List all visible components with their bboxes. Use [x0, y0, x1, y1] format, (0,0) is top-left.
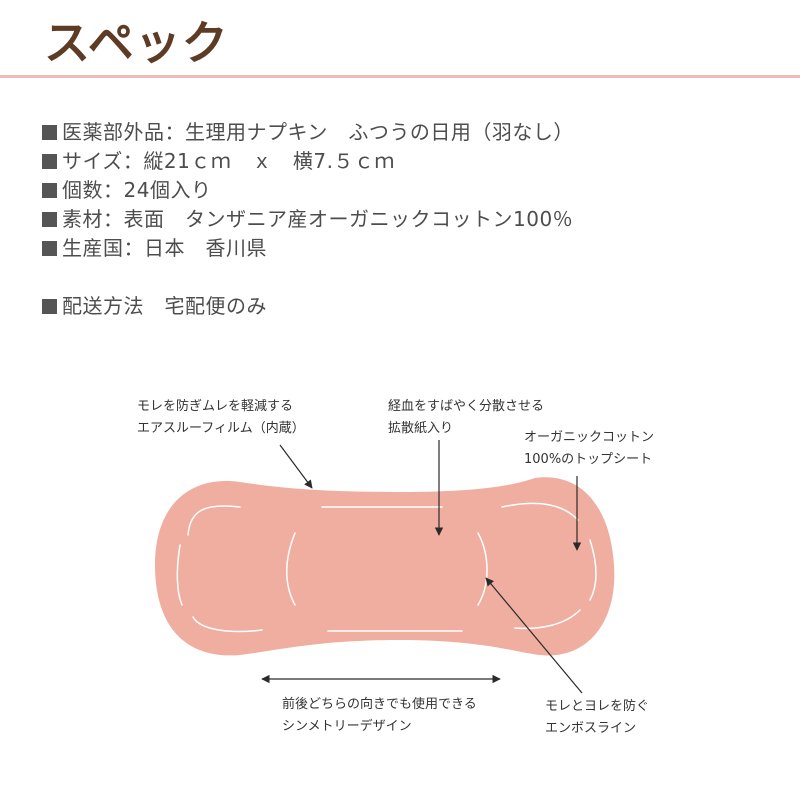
spec-text: 素材：表面 タンザニア産オーガニックコットン100％ — [62, 207, 574, 231]
arrow-air-film — [279, 444, 313, 489]
label-symmetry: 前後どちらの向きでも使用できる シンメトリーデザイン — [282, 694, 477, 738]
arrow-emboss — [485, 577, 583, 694]
spec-item-delivery: 配送方法 宅配便のみ — [42, 292, 574, 321]
square-bullet-icon — [42, 299, 57, 314]
label-line: 経血をすばやく分散させる — [388, 399, 545, 414]
spec-text: 個数：24個入り — [62, 178, 212, 202]
label-line: モレとヨレを防ぐ — [545, 699, 650, 714]
label-line: オーガニックコットン — [524, 430, 655, 445]
pad-shape — [155, 477, 615, 656]
square-bullet-icon — [42, 241, 57, 256]
label-line: 前後どちらの向きでも使用できる — [282, 697, 477, 712]
emboss-line-bottom-left — [192, 616, 263, 633]
square-bullet-icon — [42, 154, 57, 169]
label-emboss: モレとヨレを防ぐ エンボスライン — [545, 696, 649, 740]
label-line: エアスルーフィルム（内蔵） — [137, 421, 305, 436]
emboss-line-bottom-right — [514, 609, 581, 630]
spec-item-origin: 生産国：日本 香川県 — [42, 234, 574, 263]
spec-text: 配送方法 宅配便のみ — [62, 294, 267, 318]
label-line: エンボスライン — [545, 721, 637, 736]
spec-item-count: 個数：24個入り — [42, 176, 574, 205]
emboss-line-inner-right — [477, 532, 488, 606]
emboss-lines — [176, 502, 597, 633]
label-air-film: モレを防ぎムレを軽減する エアスルーフィルム（内蔵） — [137, 396, 305, 440]
title-divider — [0, 75, 800, 78]
square-bullet-icon — [42, 125, 57, 140]
spec-text: 生産国：日本 香川県 — [62, 236, 267, 260]
emboss-line-top-left — [187, 505, 241, 536]
spec-text: 医薬部外品：生理用ナプキン ふつうの日用（羽なし） — [62, 120, 574, 144]
spec-item-size: サイズ：縦21ｃｍ ｘ 横7.５ｃｍ — [42, 147, 574, 176]
leader-arrows — [261, 440, 583, 694]
spec-item-category: 医薬部外品：生理用ナプキン ふつうの日用（羽なし） — [42, 118, 574, 147]
spec-list: 医薬部外品：生理用ナプキン ふつうの日用（羽なし） サイズ：縦21ｃｍ ｘ 横7… — [42, 118, 574, 321]
label-line: 100%のトップシート — [524, 452, 653, 467]
emboss-line-left — [176, 544, 183, 606]
label-topsheet: オーガニックコットン 100%のトップシート — [524, 427, 654, 471]
spec-item-material: 素材：表面 タンザニア産オーガニックコットン100％ — [42, 205, 574, 234]
label-line: モレを防ぎムレを軽減する — [137, 399, 294, 414]
label-line: 拡散紙入り — [388, 421, 454, 436]
emboss-line-top-right — [501, 502, 579, 521]
spec-text: サイズ：縦21ｃｍ ｘ 横7.５ｃｍ — [62, 149, 395, 173]
page-title: スペック — [44, 16, 229, 70]
label-line: シンメトリーデザイン — [282, 719, 412, 734]
emboss-line-right — [589, 539, 597, 601]
square-bullet-icon — [42, 183, 57, 198]
square-bullet-icon — [42, 212, 57, 227]
label-diffusion: 経血をすばやく分散させる 拡散紙入り — [388, 396, 544, 440]
emboss-line-inner-left — [286, 532, 296, 606]
